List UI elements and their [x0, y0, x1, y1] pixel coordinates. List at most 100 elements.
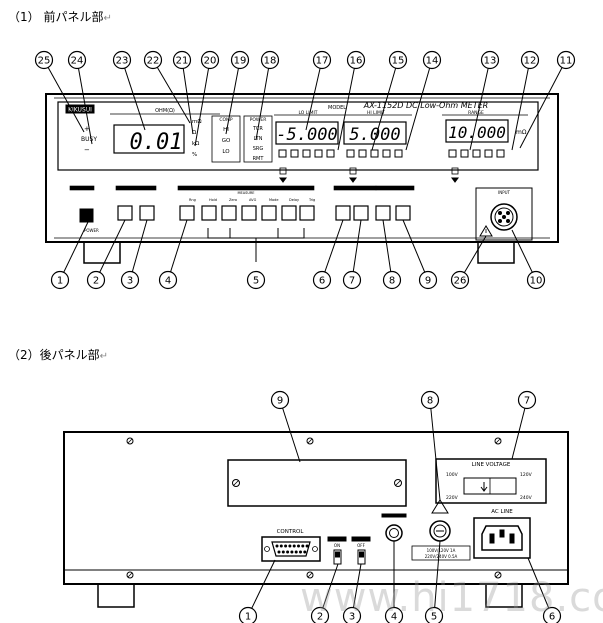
rear-callout-5-number: 5	[431, 612, 437, 623]
hi-limit-digit-button[interactable]	[358, 149, 367, 158]
mode-section-label: POWER	[250, 117, 267, 123]
front-callout-25	[34, 50, 54, 70]
lo-limit-digit-button[interactable]	[314, 149, 323, 158]
mode-rmt-label: RMT	[253, 156, 265, 162]
rear-callout-7-number: 7	[524, 396, 530, 407]
screw-icon	[494, 437, 502, 445]
front-key[interactable]	[201, 205, 217, 221]
comp-lo-label: LO	[222, 149, 230, 155]
front-callout-24	[67, 50, 87, 70]
rear-screws	[126, 437, 502, 579]
power-button[interactable]	[79, 208, 94, 223]
brand-logo	[65, 104, 95, 114]
lo-limit-digit-buttons	[278, 149, 335, 158]
front-key[interactable]	[299, 205, 315, 221]
range-value: 10.000	[448, 123, 506, 142]
front-callout-10-number: 10	[530, 276, 543, 287]
front-key[interactable]	[281, 205, 297, 221]
front-panel-heading: （1） 前パネル部↵	[8, 10, 112, 24]
rear-callout-3	[342, 606, 362, 623]
hi-limit-digit-button[interactable]	[370, 149, 379, 158]
front-callout-17	[312, 50, 332, 70]
front-callout-16	[346, 50, 366, 70]
front-callout-23-number: 23	[116, 56, 129, 67]
comp-go-label: GO	[222, 138, 231, 144]
switch-2-on-label: ON	[334, 543, 340, 548]
front-callout-3	[120, 270, 140, 290]
lo-limit-digit-button[interactable]	[278, 149, 287, 158]
control-connector[interactable]	[261, 536, 321, 562]
ac-line-label: AC LINE	[491, 509, 513, 515]
key-label: Mode	[269, 198, 279, 202]
front-callout-6-number: 6	[319, 276, 325, 287]
input-connector[interactable]	[490, 203, 518, 231]
key-label: Rng	[189, 198, 196, 202]
svg-text:mΩ: mΩ	[516, 129, 527, 136]
rear-switch-3[interactable]	[357, 549, 366, 565]
mode-srg-label: SRG	[253, 146, 264, 152]
range-digit-button[interactable]	[484, 149, 493, 158]
front-callout-21-number: 21	[176, 56, 189, 67]
range-digit-button[interactable]	[460, 149, 469, 158]
display-frame	[57, 101, 539, 171]
screw-icon	[126, 571, 134, 579]
range-digit-buttons	[448, 149, 505, 158]
front-key[interactable]	[261, 205, 277, 221]
input-terminal-box	[475, 187, 533, 241]
front-key[interactable]	[241, 205, 257, 221]
lo-limit-display	[275, 121, 339, 145]
front-callout-2-number: 2	[93, 276, 99, 287]
front-callout-20	[200, 50, 220, 70]
lo-limit-digit-button[interactable]	[326, 149, 335, 158]
line-voltage-selector[interactable]	[435, 458, 547, 504]
ac-line-inlet[interactable]	[473, 517, 531, 559]
unit-label-ohm: Ω	[192, 130, 196, 136]
hi-limit-digit-button[interactable]	[346, 149, 355, 158]
front-callout-24-number: 24	[71, 56, 84, 67]
front-callout-12	[520, 50, 540, 70]
lo-limit-digit-button[interactable]	[290, 149, 299, 158]
lo-limit-value: -5.000	[276, 125, 337, 145]
unit-label-mohm: mΩ	[192, 119, 202, 125]
rear-callout-8	[420, 390, 440, 410]
hi-limit-digit-button[interactable]	[382, 149, 391, 158]
front-callout-23	[112, 50, 132, 70]
rear-callout-9	[270, 390, 290, 410]
busy-label: BUSY	[81, 136, 97, 143]
front-callout-26-number: 26	[454, 276, 467, 287]
brand-label: KIKUSUI	[68, 107, 92, 114]
front-callout-1-number: 1	[57, 276, 63, 287]
front-callout-7	[342, 270, 362, 290]
front-callout-21	[172, 50, 192, 70]
fuse-warning-icon	[431, 499, 449, 514]
watermark: www.hi1718.com	[300, 575, 603, 621]
power-label: POWER	[84, 228, 99, 233]
key-label: Zero	[229, 198, 237, 202]
range-digit-button[interactable]	[472, 149, 481, 158]
front-callout-17-number: 17	[316, 56, 329, 67]
front-callout-19-number: 19	[234, 56, 247, 67]
svg-text:+: +	[84, 125, 90, 133]
voltage-option-120: 120V	[520, 472, 533, 478]
lo-limit-digit-button[interactable]	[302, 149, 311, 158]
front-callout-22-number: 22	[147, 56, 160, 67]
hi-limit-digit-button[interactable]	[394, 149, 403, 158]
front-callout-25-number: 25	[38, 56, 51, 67]
front-key[interactable]	[221, 205, 237, 221]
range-digit-button[interactable]	[496, 149, 505, 158]
voltage-option-100: 100V	[446, 472, 459, 478]
hi-limit-value: 5.000	[349, 125, 400, 145]
front-callout-15	[388, 50, 408, 70]
front-callout-7-number: 7	[349, 276, 355, 287]
range-digit-button[interactable]	[448, 149, 457, 158]
front-callout-4-number: 4	[165, 276, 171, 287]
front-callout-9	[418, 270, 438, 290]
front-callout-6	[312, 270, 332, 290]
fuse-rating-high: 220V/240V 0.5A	[425, 554, 458, 559]
line-voltage-label: LINE VOLTAGE	[472, 462, 511, 468]
switch-3-off-label: OFF	[357, 543, 365, 548]
front-panel: KIKUSUI + BUSY − OHM(Ω) 0.01 mΩ Ω kΩ % C…	[45, 93, 559, 264]
